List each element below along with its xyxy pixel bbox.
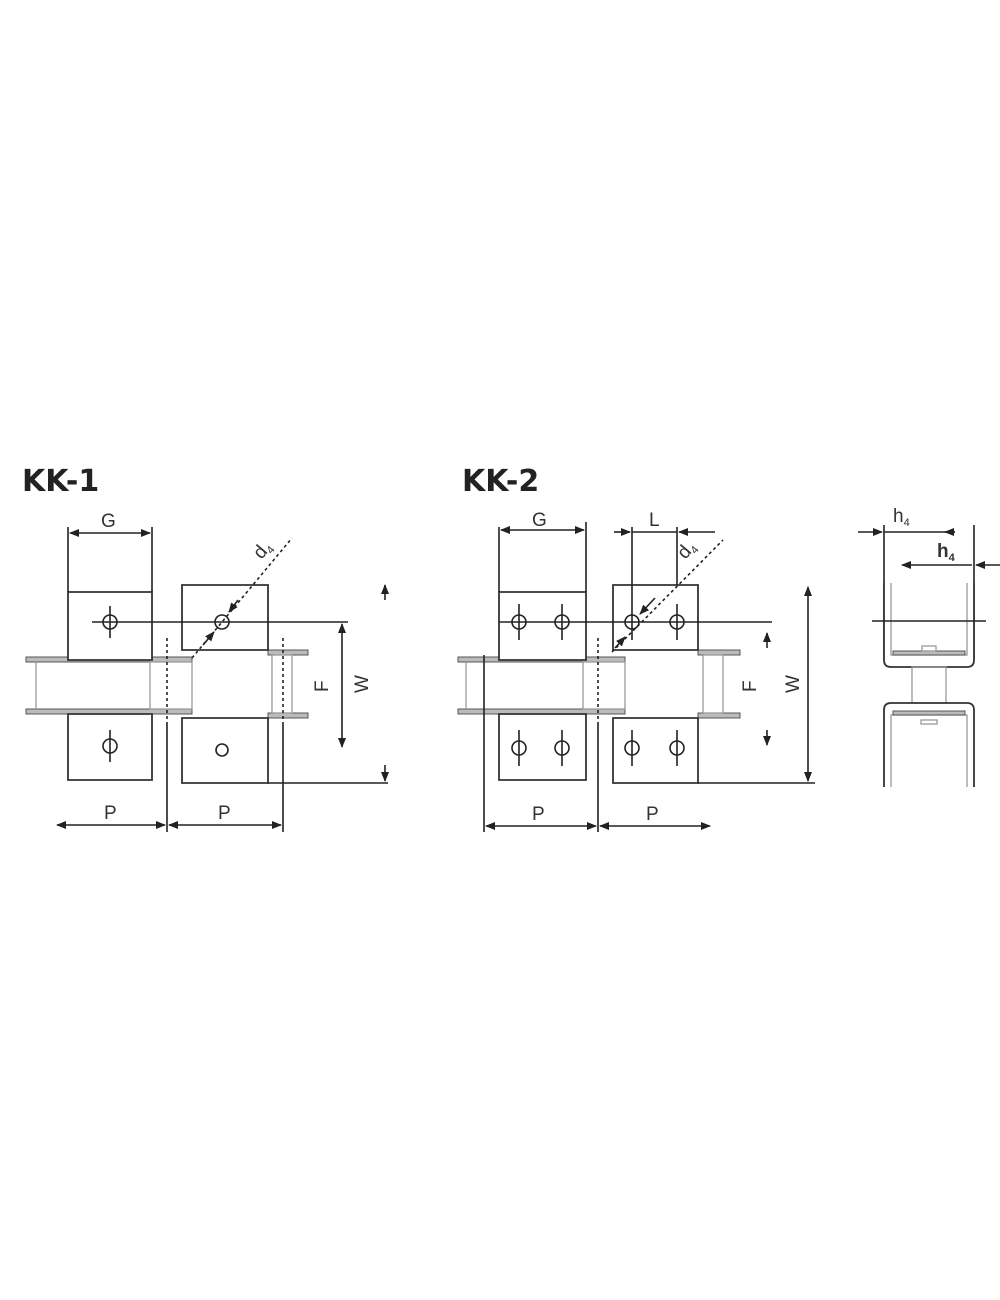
dim-label-f: F (740, 680, 761, 692)
figure-title: KK-1 (22, 464, 99, 499)
dim-label-g: G (532, 510, 547, 531)
dim-label-p: P (646, 804, 659, 825)
figure-kk1: KK-1 G d4 F (22, 464, 389, 832)
dim-label-h: h4 (937, 541, 956, 564)
attachment-plate (498, 591, 587, 661)
hole (215, 743, 229, 757)
u-bracket-lower (883, 702, 975, 787)
roller (271, 654, 293, 714)
chain-side-bar (267, 712, 309, 719)
dim-label-l: L (649, 510, 660, 531)
dim-label-f: F (312, 680, 333, 692)
dim-label-h: h4 (893, 506, 910, 529)
chain-side-bar (697, 712, 741, 719)
chain-side-bar (267, 649, 309, 656)
attachment-plate (181, 717, 269, 784)
figure-kk2: KK-2 G (457, 464, 815, 832)
dim-label-p: P (104, 803, 117, 824)
dim-label-g: G (101, 511, 116, 532)
attachment-plate (498, 713, 587, 781)
dim-label-p: P (532, 804, 545, 825)
dimension-d4 (611, 539, 724, 653)
roller (911, 666, 947, 704)
figure-title: KK-2 (462, 464, 539, 499)
chain-side-bar (697, 649, 741, 656)
attachment-plate (181, 584, 269, 651)
roller (582, 661, 626, 710)
roller (702, 654, 724, 714)
dim-label-w: W (352, 675, 373, 693)
figure-side-view: h4 h4 (858, 506, 1000, 787)
dim-label-p: P (218, 803, 231, 824)
dim-label-w: W (783, 675, 804, 693)
roller (149, 661, 193, 710)
